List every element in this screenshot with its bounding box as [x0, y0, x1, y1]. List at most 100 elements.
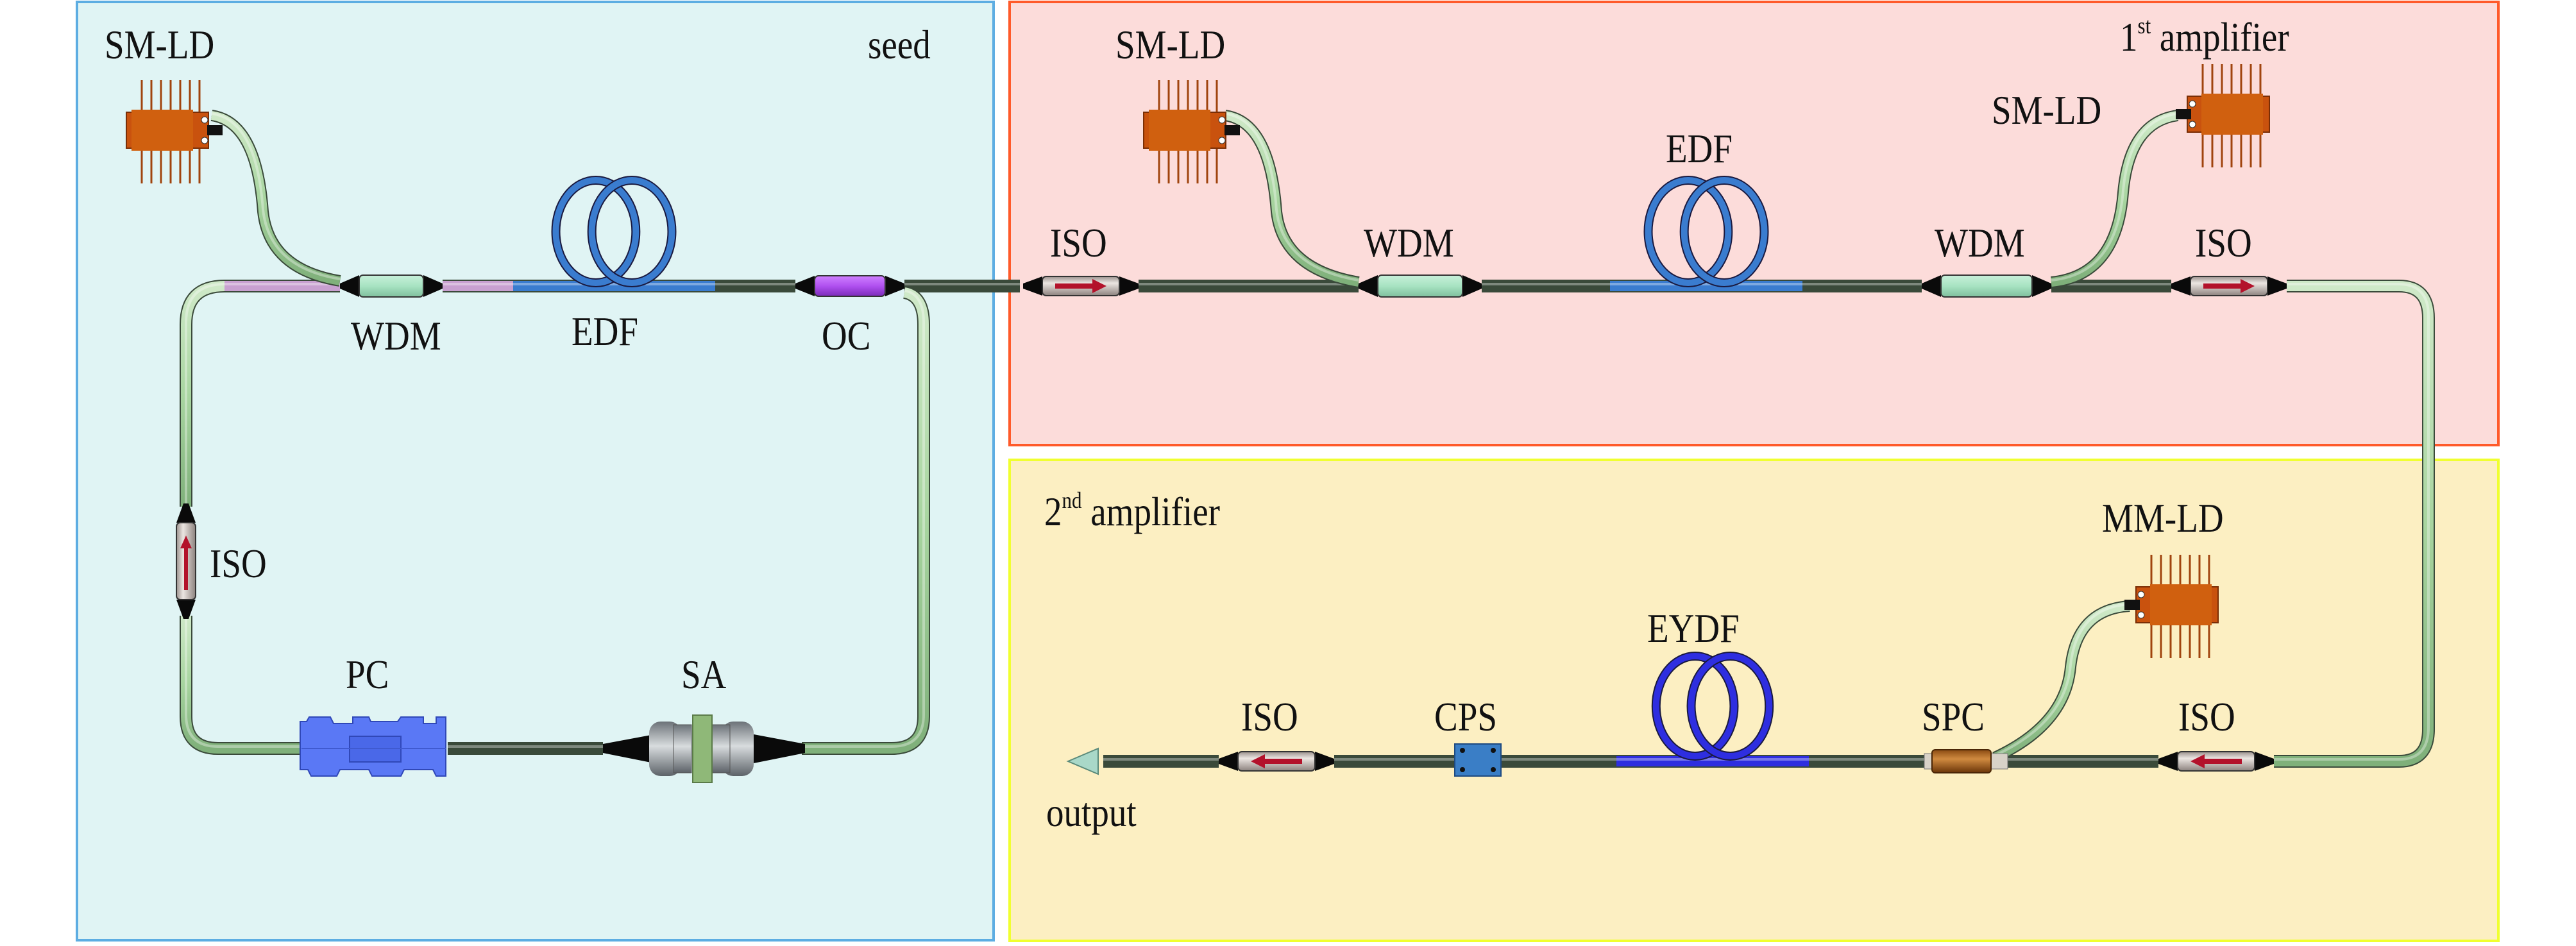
seed-pump-laser-diode-icon-fiber-boot — [207, 125, 223, 135]
seed-wdm-coupler-right-boot — [423, 275, 443, 297]
output-arrow-head — [1066, 747, 1099, 775]
amp2-iso-out-label: ISO — [1241, 694, 1298, 739]
amp1-pump-forward-label: SM-LD — [1115, 22, 1226, 67]
amp1-wdm-backward-label: WDM — [1935, 220, 2025, 266]
sa-right-taper — [754, 734, 805, 763]
interstage-fiber-highlight — [2274, 283, 2430, 761]
seed-section — [76, 1, 995, 942]
amp2-pump-label: MM-LD — [2102, 495, 2224, 541]
amp1-pump-backward-fiber — [2051, 111, 2179, 287]
amp1-input-isolator — [1023, 276, 1139, 296]
amp1-forward-wdm-left-boot — [1359, 275, 1378, 297]
amp1-forward-wdm-right-boot — [1462, 275, 1482, 297]
seed-edf-coil-icon — [551, 176, 677, 287]
amp2-multimode-pump-laser-diode-icon-body — [2150, 584, 2212, 625]
seed-pump-laser-diode-icon-body — [131, 110, 193, 151]
seed-edf-coil-icon-loop-0 — [552, 177, 640, 286]
seed-pump-fiber-highlight — [211, 112, 341, 280]
amp2-section — [1008, 459, 2500, 942]
amp1-forward-wdm — [1359, 275, 1482, 298]
amp1-backward-pump-laser-diode-icon-body — [2201, 94, 2263, 135]
amp2-output-isolator-right-boot — [1315, 752, 1334, 771]
seed-wdm-coupler-body — [359, 275, 424, 298]
amp2-section-label: 2nd amplifier — [1044, 489, 1220, 534]
amp1-backward-wdm-right-boot — [2032, 275, 2051, 297]
amp2-eydf-label: EYDF — [1647, 605, 1740, 651]
amp1-pump-backward-fiber-highlight — [2051, 112, 2178, 282]
output-label: output — [1046, 790, 1137, 835]
amp1-backward-wdm — [1922, 275, 2051, 298]
amp1-input-isolator-arrow-icon — [1055, 279, 1106, 293]
amp2-iso-in-label: ISO — [2178, 694, 2235, 739]
amp1-forward-wdm-body — [1377, 275, 1463, 298]
amp2-input-isolator-arrow-icon — [2190, 754, 2242, 768]
sa-right-nut — [711, 724, 731, 773]
sa-left-nut — [673, 724, 692, 773]
amp2-section-label-sup: nd — [1062, 487, 1082, 513]
seed-output-coupler-body — [814, 275, 886, 297]
seed-fiber-bottom-left — [181, 616, 301, 754]
seed-polarization-controller-icon — [300, 716, 446, 777]
spc-body — [1931, 749, 1992, 773]
amp1-edf-coil-icon-loop-0 — [1645, 177, 1732, 286]
amp1-section-label-num: 1 — [2120, 14, 2138, 60]
amp1-output-isolator-right-boot — [2267, 276, 2287, 296]
amp2-input-isolator-right-boot — [2255, 752, 2274, 771]
amp1-backward-pump-laser-diode-icon-hole-0 — [2189, 100, 2196, 108]
amp1-backward-wdm-left-boot — [1922, 275, 1941, 297]
seed-wdm-label: WDM — [351, 313, 441, 359]
amp1-section-label-text: amplifier — [2151, 14, 2289, 60]
amp1-backward-pump-laser-diode-icon-hole-1 — [2189, 121, 2196, 128]
seed-wdm-coupler-left-boot — [340, 275, 359, 297]
seed-oc-label: OC — [822, 313, 871, 359]
seed-edf-coil-icon-loop-1 — [588, 177, 675, 286]
amp1-pump-forward-fiber-highlight — [1224, 112, 1359, 282]
amp2-section-label-num: 2 — [1044, 489, 1062, 534]
seed-pc-label: PC — [346, 652, 389, 697]
output-arrow-icon — [1066, 747, 1099, 775]
seed-isolator-bottom-boot — [176, 600, 196, 619]
amp2-multimode-pump-laser-diode-icon-hole-0 — [2137, 591, 2145, 598]
amp2-section-label-text: amplifier — [1081, 489, 1220, 534]
amp1-output-isolator-arrow-icon — [2203, 279, 2255, 293]
amp1-forward-pump-laser-diode-icon-hole-0 — [1218, 116, 1226, 124]
seed-fiber-top-left-highlight — [185, 283, 340, 505]
amp1-forward-pump-laser-diode-icon-hole-1 — [1218, 137, 1226, 144]
seed-pump-laser-diode-icon-hole-0 — [201, 116, 208, 124]
amp1-iso-out-label: ISO — [2195, 220, 2252, 266]
amp1-forward-pump-laser-diode-icon-fiber-boot — [1224, 125, 1240, 135]
seed-iso-label: ISO — [210, 541, 267, 586]
seed-section-label: seed — [868, 22, 931, 67]
seed-pump-fiber — [210, 111, 341, 285]
amp1-pump-backward-label: SM-LD — [1992, 87, 2102, 133]
amp1-backward-wdm-body — [1940, 275, 2033, 298]
amp1-backward-pump-laser-diode-icon-fiber-boot — [2176, 109, 2191, 119]
amp1-section — [1008, 1, 2500, 446]
seed-isolator-arrow-icon — [180, 536, 192, 590]
amp1-edf-coil-icon-loop-1 — [1681, 177, 1768, 286]
seed-fiber-right-loop-highlight — [802, 289, 925, 748]
amp2-output-isolator-arrow-icon — [1251, 754, 1302, 768]
amp1-edf-label: EDF — [1666, 126, 1733, 171]
seed-output-coupler-right-boot — [885, 276, 904, 296]
seed-output-coupler — [795, 275, 904, 297]
amp2-pump-fiber — [1993, 602, 2130, 762]
components — [126, 64, 2287, 783]
amp2-multimode-pump-laser-diode-icon-fiber-boot — [2124, 600, 2140, 610]
amp2-eydf-coil-icon-loop-1 — [1688, 653, 1773, 759]
amp2-output-isolator — [1219, 751, 1334, 772]
cps-screw-1 — [1491, 748, 1496, 753]
amp2-signal-pump-combiner-icon — [1924, 749, 2008, 773]
seed-saturable-absorber-icon — [603, 714, 805, 783]
amp1-forward-pump-laser-diode-icon — [1143, 80, 1240, 183]
seed-fiber-top-left — [181, 281, 340, 507]
sa-plate — [692, 714, 713, 783]
amp1-iso-in-label: ISO — [1050, 220, 1107, 266]
cps-screw-0 — [1460, 748, 1465, 753]
amp2-eydf-coil-icon-loop-0 — [1652, 653, 1738, 759]
sa-left-taper — [603, 734, 654, 763]
amp1-edf-coil-icon — [1643, 176, 1769, 287]
amp1-output-isolator-left-boot — [2171, 276, 2190, 296]
